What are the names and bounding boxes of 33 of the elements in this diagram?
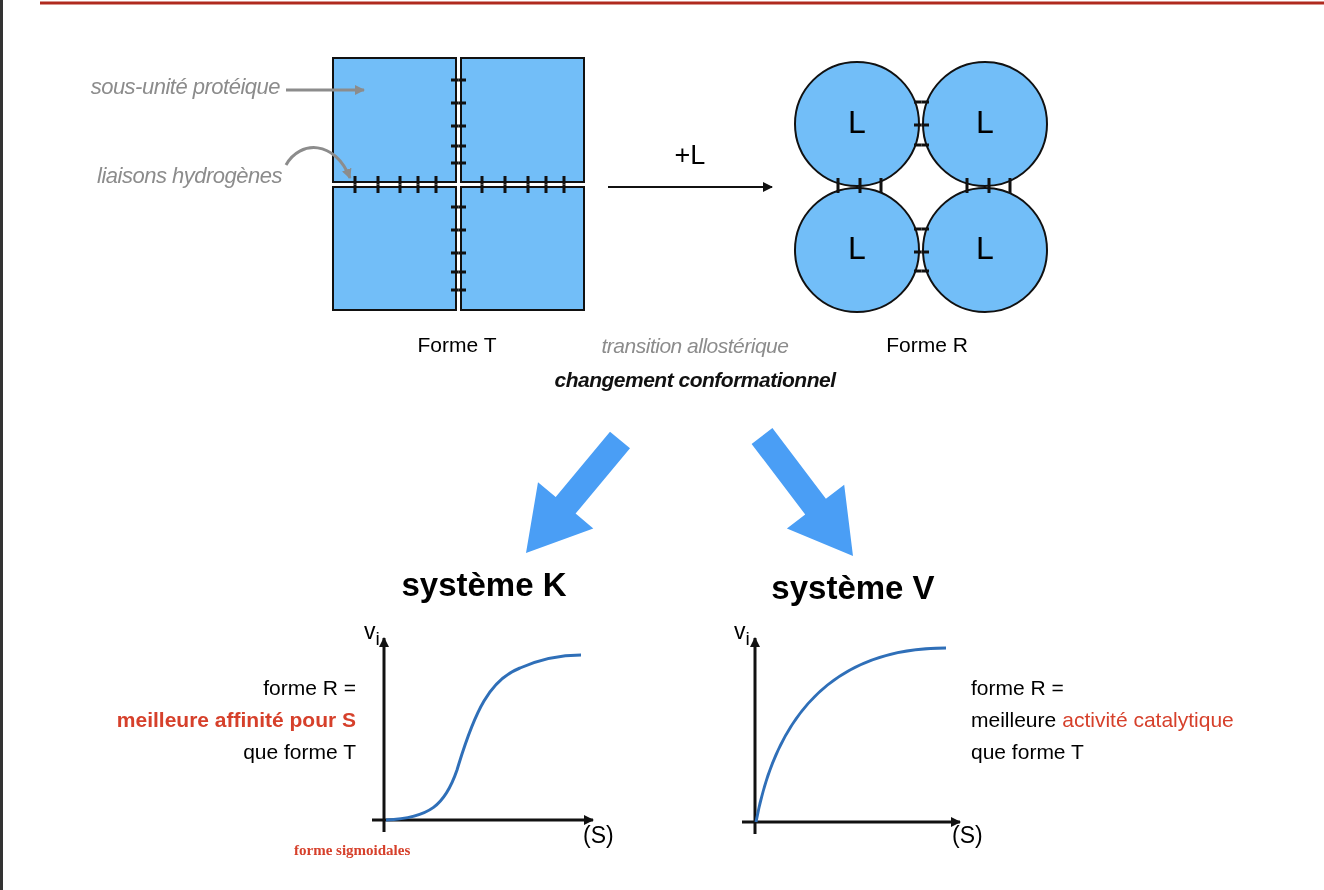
block-arrow	[526, 431, 630, 553]
text: que forme T	[971, 740, 1084, 764]
subunit-square	[460, 57, 585, 183]
axis-label: v$_{i}$	[734, 618, 750, 650]
text: meilleure affinité pour S	[116, 708, 356, 732]
arrow	[607, 182, 773, 192]
axis-label: (S)	[583, 822, 614, 849]
text: forme R =	[263, 676, 356, 700]
callout-text: sous-unité protéique	[90, 74, 280, 100]
subunit-square	[332, 186, 457, 311]
ligand-label: L	[976, 103, 994, 141]
text: que forme T	[243, 740, 356, 764]
subunit-square	[332, 57, 457, 183]
form-label: Forme R	[886, 333, 968, 357]
callout-text: liaisons hydrogènes	[97, 163, 282, 189]
leader-line	[284, 146, 352, 179]
heading: système V	[771, 569, 935, 607]
axis-label: v$_{i}$	[364, 618, 380, 650]
subtitle-text: transition allostérique	[601, 334, 789, 358]
axis-label: (S)	[952, 822, 983, 849]
text: forme R =	[971, 676, 1064, 700]
leader-line	[286, 85, 365, 95]
note: forme sigmoidales	[294, 842, 411, 859]
caption-text: changement conformationnel	[554, 368, 836, 392]
text: activité catalytique	[1062, 708, 1234, 732]
text: meilleure	[971, 708, 1057, 732]
block-arrow	[751, 428, 853, 556]
heading: système K	[401, 566, 567, 604]
ligand-label: L	[848, 103, 866, 141]
subunit-square	[460, 186, 585, 311]
ligand-label: L	[976, 229, 994, 267]
ligand-label: L	[848, 229, 866, 267]
form-label: Forme T	[417, 333, 497, 357]
